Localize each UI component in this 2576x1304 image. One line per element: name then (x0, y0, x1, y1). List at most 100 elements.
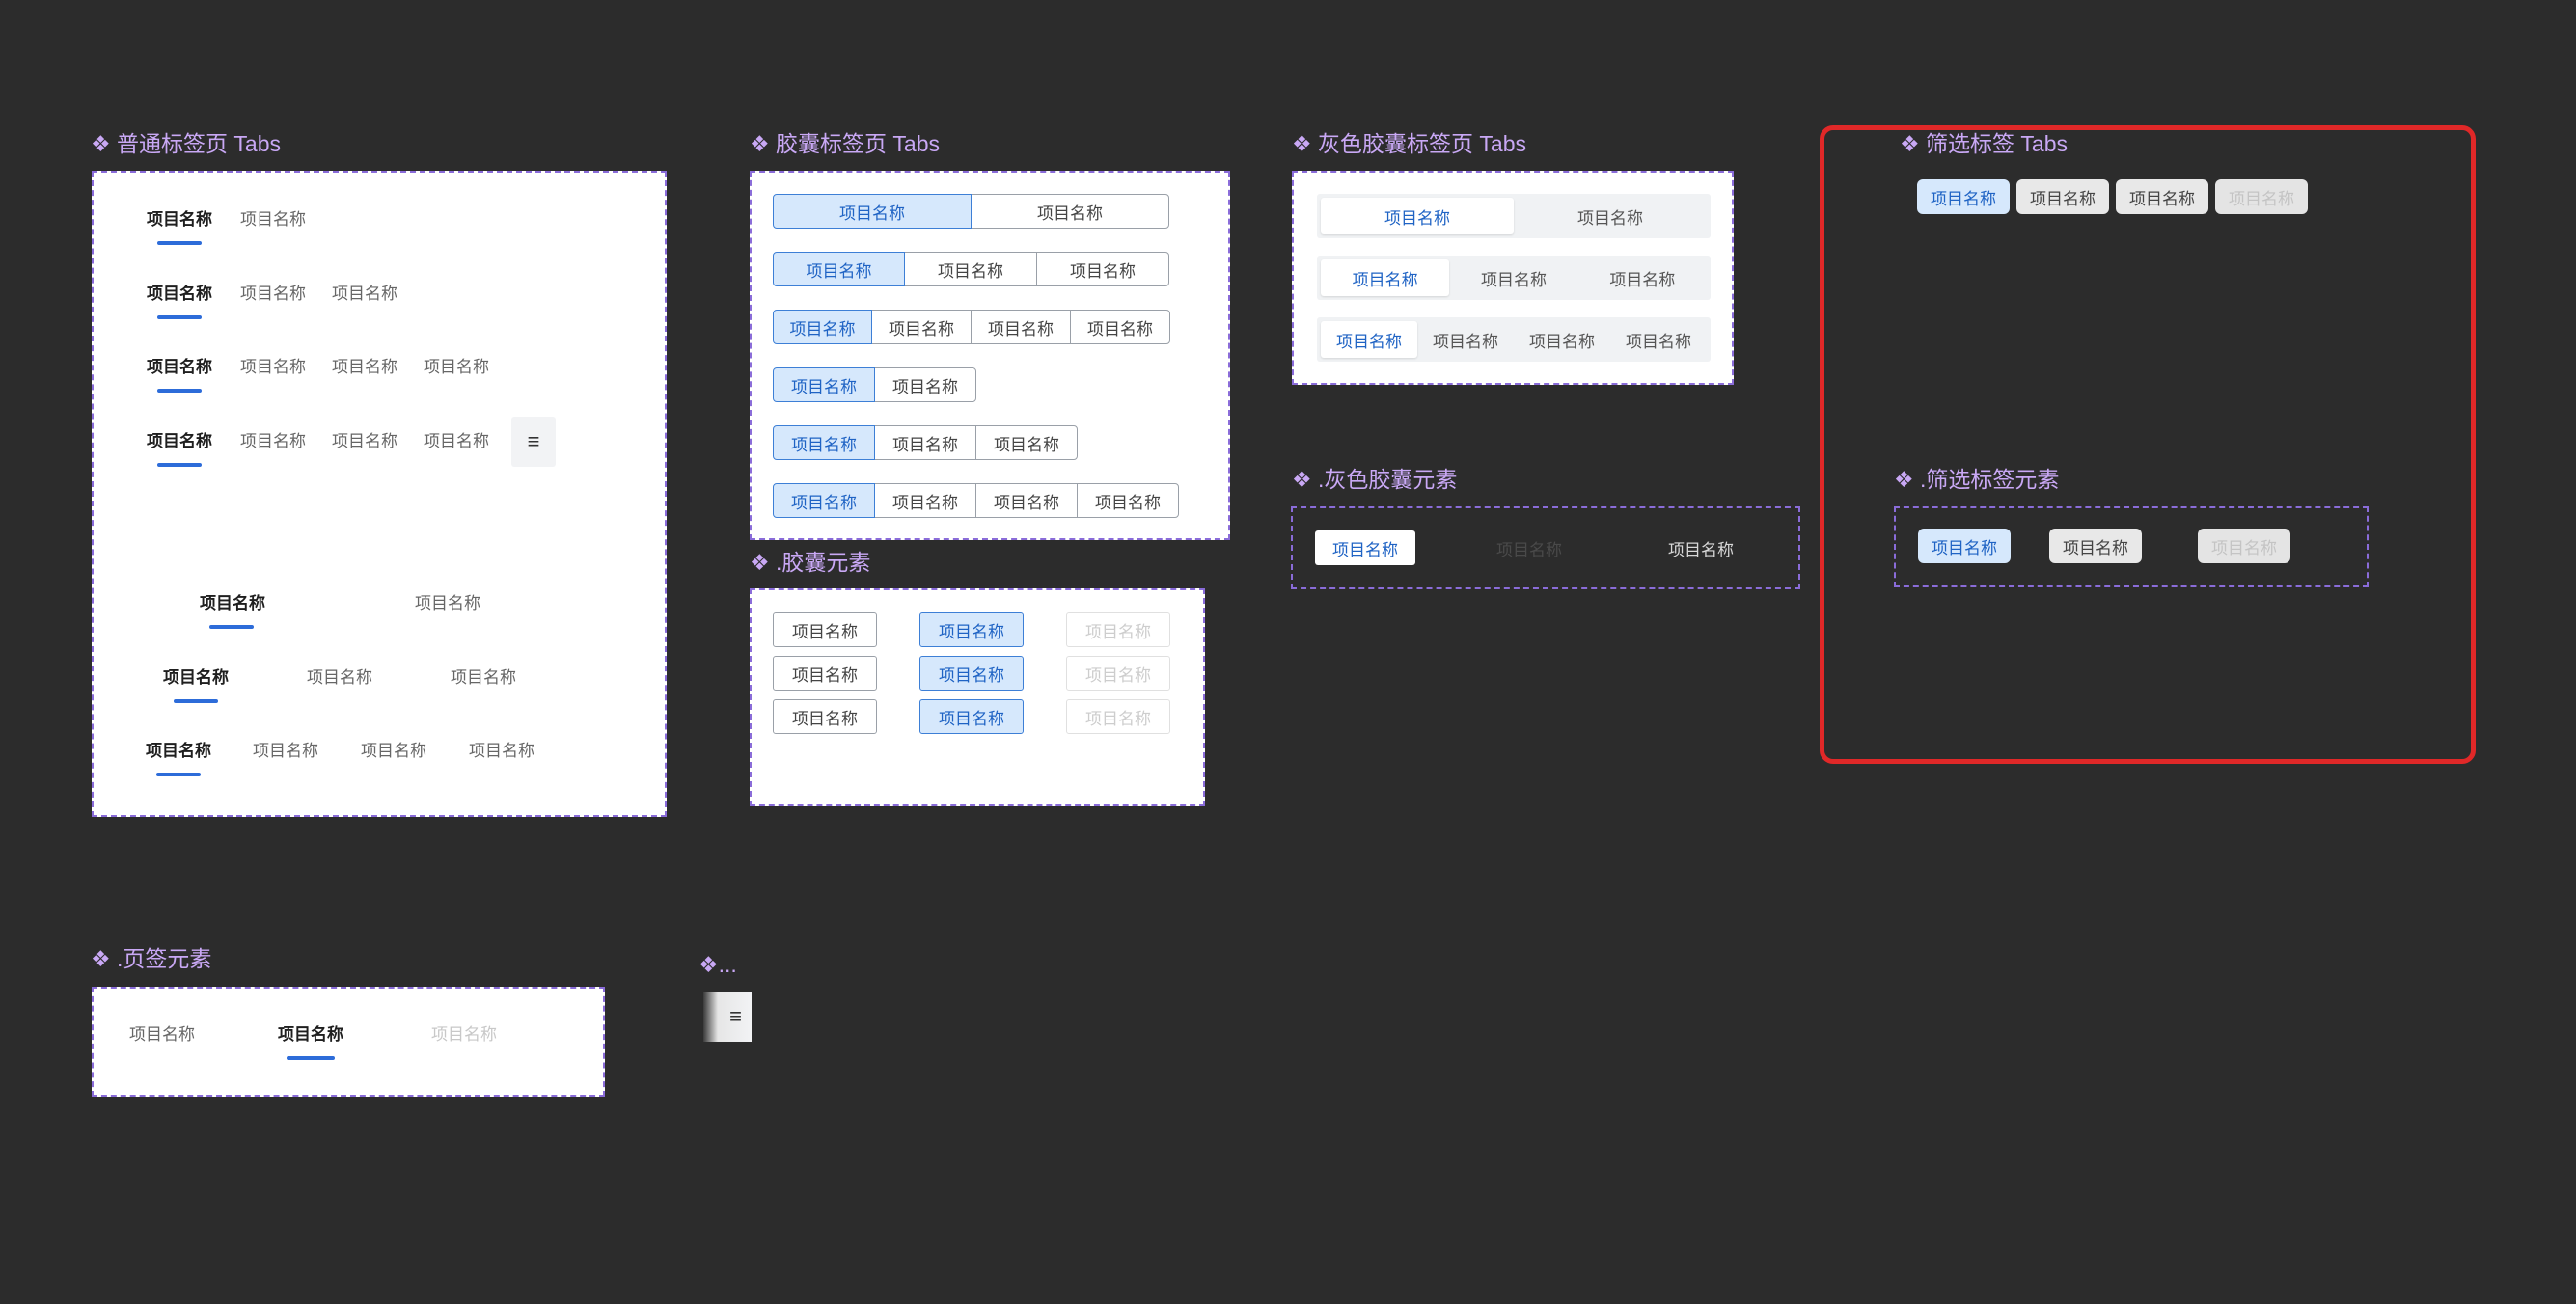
capsule-segment[interactable]: 项目名称 (773, 483, 875, 518)
filter-tag-element-selected[interactable]: 项目名称 (1918, 529, 2011, 563)
tab-item[interactable]: 项目名称 (146, 742, 211, 760)
capsule-segment[interactable]: 项目名称 (904, 252, 1037, 286)
filter-tag-element-default[interactable]: 项目名称 (2049, 529, 2142, 563)
filter-tag-element-disabled: 项目名称 (2198, 529, 2290, 563)
more-menu-icon[interactable]: ≡ (511, 417, 556, 467)
capsule-tabs: 项目名称 项目名称 项目名称 (773, 252, 1169, 286)
filter-tag-disabled: 项目名称 (2215, 179, 2308, 214)
tab-item[interactable]: 项目名称 (469, 742, 534, 760)
capsule-element-frame: 项目名称 项目名称 项目名称 项目名称 项目名称 项目名称 项目名称 项目名称 … (750, 588, 1205, 806)
normal-tabs-frame: 项目名称 项目名称 项目名称 项目名称 项目名称 项目名称 项目名称 项目名称 … (92, 171, 667, 817)
capsule-segment[interactable]: 项目名称 (874, 367, 976, 402)
tab-item[interactable]: 项目名称 (415, 594, 480, 612)
title-capsule-tabs: ❖ 胶囊标签页 Tabs (750, 131, 940, 156)
capsule-tabs: 项目名称 项目名称 (773, 194, 1169, 229)
tab-item[interactable]: 项目名称 (240, 432, 306, 450)
capsule-element-disabled: 项目名称 (1066, 656, 1170, 691)
capsule-segment[interactable]: 项目名称 (773, 367, 875, 402)
active-underline (156, 773, 201, 776)
active-underline (209, 625, 254, 629)
grey-capsule-segment[interactable]: 项目名称 (1321, 259, 1450, 296)
active-underline (157, 241, 202, 245)
capsule-element-selected[interactable]: 项目名称 (919, 699, 1024, 734)
tab-item[interactable]: 项目名称 (424, 432, 489, 450)
grey-capsule-segment[interactable]: 项目名称 (1577, 208, 1643, 228)
tab-item[interactable]: 项目名称 (240, 285, 306, 303)
capsule-segment[interactable]: 项目名称 (874, 483, 976, 518)
capsule-element-default[interactable]: 项目名称 (773, 612, 877, 647)
filter-tag-selected[interactable]: 项目名称 (1917, 179, 2010, 214)
tab-item[interactable]: 项目名称 (240, 358, 306, 376)
grey-capsule-tabs-frame: 项目名称 项目名称 项目名称 项目名称 项目名称 项目名称 项目名称 项目名称 … (1292, 171, 1734, 385)
grey-capsule-segment[interactable]: 项目名称 (1433, 332, 1498, 351)
capsule-segment[interactable]: 项目名称 (975, 425, 1078, 460)
capsule-element-selected[interactable]: 项目名称 (919, 612, 1024, 647)
active-underline (157, 315, 202, 319)
filter-tag[interactable]: 项目名称 (2116, 179, 2208, 214)
title-grey-capsule-tabs: ❖ 灰色胶囊标签页 Tabs (1292, 131, 1526, 156)
active-underline (174, 699, 218, 703)
capsule-segment[interactable]: 项目名称 (874, 425, 976, 460)
grey-capsule-element-selected[interactable]: 项目名称 (1315, 530, 1415, 565)
tab-item[interactable]: 项目名称 (307, 668, 372, 687)
capsule-element-selected[interactable]: 项目名称 (919, 656, 1024, 691)
capsule-segment[interactable]: 项目名称 (773, 194, 972, 229)
more-menu-icon[interactable]: ≡ (703, 992, 752, 1042)
capsule-tabs: 项目名称 项目名称 项目名称 项目名称 (773, 483, 1179, 518)
title-ellipsis: ❖... (699, 952, 737, 977)
active-underline (287, 1056, 335, 1060)
grey-capsule-tabs: 项目名称 项目名称 (1317, 194, 1711, 238)
highlight-box (1820, 125, 2476, 764)
capsule-element-default[interactable]: 项目名称 (773, 656, 877, 691)
grey-capsule-segment[interactable]: 项目名称 (1609, 270, 1676, 289)
tab-item[interactable]: 项目名称 (451, 668, 516, 687)
tab-item[interactable]: 项目名称 (147, 285, 212, 303)
tab-element-default[interactable]: 项目名称 (129, 1025, 195, 1044)
active-underline (157, 463, 202, 467)
capsule-tabs: 项目名称 项目名称 (773, 367, 976, 402)
grey-capsule-segment[interactable]: 项目名称 (1529, 332, 1595, 351)
capsule-segment[interactable]: 项目名称 (975, 483, 1078, 518)
grey-capsule-segment[interactable]: 项目名称 (1480, 270, 1547, 289)
tab-item[interactable]: 项目名称 (200, 594, 265, 612)
grey-capsule-segment[interactable]: 项目名称 (1321, 321, 1417, 358)
tab-item[interactable]: 项目名称 (147, 358, 212, 376)
tab-item[interactable]: 项目名称 (253, 742, 318, 760)
capsule-segment[interactable]: 项目名称 (871, 310, 972, 344)
tab-item[interactable]: 项目名称 (240, 210, 306, 229)
capsule-segment[interactable]: 项目名称 (971, 194, 1169, 229)
tab-item[interactable]: 项目名称 (332, 432, 397, 450)
capsule-segment[interactable]: 项目名称 (773, 425, 875, 460)
tab-item[interactable]: 项目名称 (332, 285, 397, 303)
grey-capsule-tabs: 项目名称 项目名称 项目名称 (1317, 256, 1711, 300)
capsule-segment[interactable]: 项目名称 (1077, 483, 1179, 518)
title-filter-tabs: ❖ 筛选标签 Tabs (1900, 131, 2068, 156)
tab-item[interactable]: 项目名称 (332, 358, 397, 376)
tab-item[interactable]: 项目名称 (163, 668, 229, 687)
tab-element-disabled: 项目名称 (431, 1025, 497, 1044)
tab-element-frame: 项目名称 项目名称 项目名称 (92, 987, 605, 1097)
capsule-tabs-frame: 项目名称 项目名称 项目名称 项目名称 项目名称 项目名称 项目名称 项目名称 … (750, 171, 1230, 540)
capsule-segment[interactable]: 项目名称 (971, 310, 1071, 344)
grey-capsule-element-disabled: 项目名称 (1496, 540, 1562, 559)
capsule-segment[interactable]: 项目名称 (773, 310, 872, 344)
active-underline (157, 389, 202, 393)
filter-tag[interactable]: 项目名称 (2016, 179, 2109, 214)
tab-item[interactable]: 项目名称 (147, 432, 212, 450)
capsule-element-disabled: 项目名称 (1066, 612, 1170, 647)
capsule-segment[interactable]: 项目名称 (773, 252, 905, 286)
title-capsule-element: ❖ .胶囊元素 (750, 550, 871, 575)
capsule-segment[interactable]: 项目名称 (1070, 310, 1170, 344)
capsule-segment[interactable]: 项目名称 (1036, 252, 1169, 286)
tab-item[interactable]: 项目名称 (147, 210, 212, 229)
grey-capsule-tabs: 项目名称 项目名称 项目名称 项目名称 (1317, 317, 1711, 362)
grey-capsule-element-default[interactable]: 项目名称 (1668, 540, 1734, 559)
tab-item[interactable]: 项目名称 (361, 742, 426, 760)
grey-capsule-segment[interactable]: 项目名称 (1626, 332, 1691, 351)
title-normal-tabs: ❖ 普通标签页 Tabs (91, 131, 281, 156)
capsule-element-default[interactable]: 项目名称 (773, 699, 877, 734)
tab-element-active[interactable]: 项目名称 (278, 1025, 343, 1044)
filter-tag-element-frame: 项目名称 项目名称 项目名称 (1894, 506, 2369, 587)
grey-capsule-segment[interactable]: 项目名称 (1321, 198, 1514, 234)
tab-item[interactable]: 项目名称 (424, 358, 489, 376)
